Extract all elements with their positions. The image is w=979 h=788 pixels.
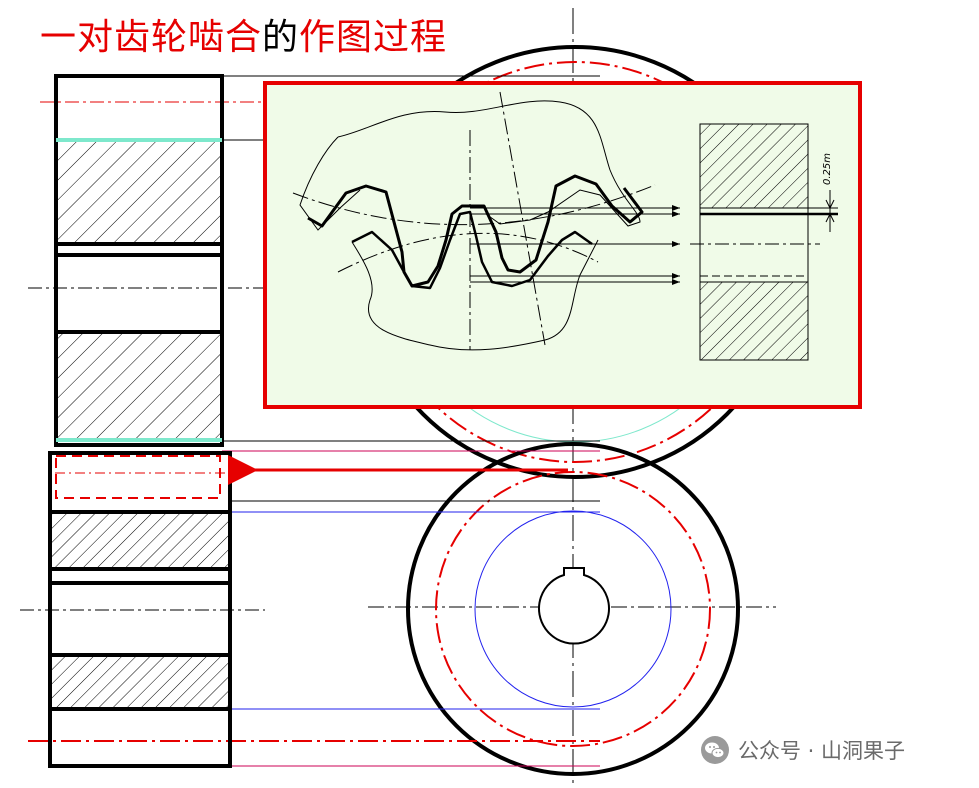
page-title: 一对齿轮啮合的作图过程	[40, 14, 447, 62]
watermark: 公众号 · 山洞果子	[700, 734, 905, 766]
title-part-1: 一对齿轮啮合	[40, 17, 263, 58]
dimension-note: 0.25m	[822, 153, 833, 185]
small-gear-keyway-bore	[538, 567, 610, 645]
small-gear-root-circle	[474, 510, 672, 708]
title-part-2: 的	[262, 17, 300, 58]
watermark-text: 公众号 · 山洞果子	[738, 739, 906, 763]
wechat-icon	[701, 736, 729, 764]
projection-lines	[20, 75, 600, 767]
small-gear-front-view	[368, 442, 776, 776]
small-gear-addendum-circle	[406, 442, 740, 776]
meshing-zone-highlight	[55, 455, 568, 499]
small-gear-side-section	[48, 451, 232, 768]
title-part-3: 作图过程	[299, 17, 448, 58]
mesh-detail-inset: 0.25m	[263, 81, 862, 409]
large-gear-side-section	[54, 74, 224, 447]
small-gear-pitch-circle	[435, 471, 711, 747]
